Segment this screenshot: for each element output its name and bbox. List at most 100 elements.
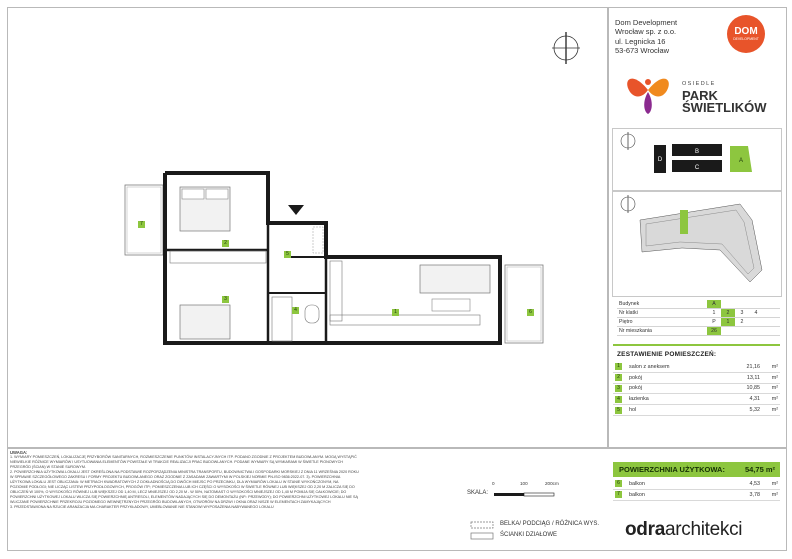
site-label-b: B: [695, 149, 699, 155]
company-name: Dom Development: [615, 18, 678, 27]
firefly-logo-icon: [627, 78, 669, 114]
plan-label-3: 3: [222, 296, 229, 303]
info-floor-1: 1: [721, 317, 735, 327]
room-row: 3 pokój 10,85 m²: [613, 383, 780, 395]
floor-plan: [124, 171, 544, 345]
room-area: 13,11: [728, 372, 762, 384]
notes-line: 2. POWIERZCHNIA UŻYTKOWA LOKALU JEST OKR…: [10, 470, 359, 474]
info-label-apartment: Nr mieszkania: [617, 326, 707, 336]
scale-tick-100: 100: [520, 481, 528, 486]
rooms-title-bar: [613, 344, 780, 346]
plan-label-6: 6: [527, 309, 534, 316]
info-row-building: Budynek A: [617, 300, 780, 309]
balcony-row: 6 balkon 4,53 m²: [613, 479, 780, 490]
brand-part2: architekci: [664, 519, 743, 540]
room-num: 3: [615, 384, 622, 392]
info-row-floor: Piętro P 1 2: [617, 317, 780, 327]
notes-line: POWIERZCHNI UŻYTKOWEJ LOKALU WLICZA SIĘ …: [10, 495, 358, 499]
legend-beam-label: BELKA/ PODCIĄG / RÓŻNICA WYS.: [500, 521, 600, 527]
brand-logo: odraarchitekci: [625, 519, 743, 541]
apartment-info-table: Budynek A Nr klatki 1 2 3 4 Piętro P 1 2…: [617, 300, 780, 336]
room-unit: m²: [762, 372, 780, 384]
notes: UWAGA: 1. WYMIARY POMIESZCZEŃ, LOKALIZAC…: [10, 450, 465, 510]
notes-line: 1. WYMIARY POMIESZCZEŃ, LOKALIZACJĘ PRZY…: [10, 455, 357, 459]
room-num: 5: [615, 406, 622, 414]
room-name: pokój: [627, 372, 728, 384]
brand-part1: odra: [625, 519, 665, 540]
notes-line: UŻYTKOWA LOKALU JEST OBLICZANA: W METRAC…: [10, 480, 339, 484]
info-staircase-2: 2: [721, 308, 735, 318]
room-row: 4 łazienka 4,31 m²: [613, 393, 780, 406]
total-area-value: 54,75 m²: [744, 465, 775, 474]
info-label-staircase: Nr klatki: [617, 308, 707, 318]
info-staircase-1: 1: [707, 308, 721, 318]
info-row-staircase: Nr klatki 1 2 3 4: [617, 308, 780, 318]
info-building-value: A: [707, 300, 721, 309]
building-key-plan: [620, 195, 763, 283]
balcony-area: 4,53: [728, 479, 762, 490]
scale-tick-200: 200cm: [545, 481, 559, 486]
room-unit: m²: [762, 404, 780, 416]
site-plan-diagram: D B C A: [620, 132, 752, 173]
balcony-num: 6: [615, 480, 622, 488]
plan-label-1: 1: [392, 309, 399, 316]
info-floor-p: P: [707, 317, 721, 327]
info-staircase-3: 3: [735, 308, 749, 318]
room-name: pokój: [627, 383, 728, 395]
plan-label-5: 5: [284, 251, 291, 258]
rooms-table: 1 salon z aneksem 21,16 m² 2 pokój 13,11…: [613, 362, 780, 416]
notes-line: PRZEGRÓD (ŚCIAN) W STANIE SUROWYM.: [10, 465, 86, 469]
room-row: 5 hol 5,32 m²: [613, 404, 780, 416]
dom-logo-sub: DEVELOPMENT: [733, 37, 759, 41]
beam-legend-icon: [470, 521, 494, 529]
plan-label-7: 7: [138, 221, 145, 228]
room-num: 4: [615, 395, 622, 403]
room-unit: m²: [762, 362, 780, 373]
room-area: 21,16: [728, 362, 762, 373]
legend-partition-label: ŚCIANKI DZIAŁOWE: [500, 532, 558, 538]
room-unit: m²: [762, 393, 780, 406]
osiedle-logo-line3: ŚWIETLIKÓW: [682, 100, 767, 115]
room-num: 2: [615, 374, 622, 382]
company-street: ul. Legnicka 16: [615, 36, 666, 46]
balcony-name: balkon: [627, 479, 728, 490]
balcony-unit: m²: [762, 479, 780, 490]
notes-line: W SPRAWIE SZCZEGÓŁOWEGO ZAKRESU I FORMY …: [10, 475, 341, 479]
room-area: 10,85: [728, 383, 762, 395]
site-label-d: D: [658, 157, 663, 163]
room-num: 1: [615, 363, 622, 371]
osiedle-logo-line2: PARK: [682, 88, 718, 103]
company-address: Dom Development Wrocław sp. z o.o. ul. L…: [615, 18, 677, 56]
notes-line: 3. PRZEDSTAWIONA NA RZUCIE ARANŻACJA MA …: [10, 505, 274, 509]
info-staircase-4: 4: [749, 308, 763, 318]
room-row: 2 pokój 13,11 m²: [613, 372, 780, 384]
notes-line: POZIOMIE PODŁOGI; NIE LICZĄC LISTEW PRZY…: [10, 485, 355, 489]
plan-label-2: 2: [222, 240, 229, 247]
total-area-bar: POWIERZCHNIA UŻYTKOWA: 54,75 m²: [613, 462, 780, 477]
room-name: łazienka: [627, 393, 728, 406]
osiedle-logo-text: OSIEDLE PARK ŚWIETLIKÓW: [682, 78, 767, 114]
room-row: 1 salon z aneksem 21,16 m²: [613, 362, 780, 373]
balcony-num: 7: [615, 491, 622, 499]
plan-frame: [7, 7, 609, 449]
notes-frame: [7, 447, 787, 551]
balcony-table: 6 balkon 4,53 m² 7 balkon 3,78 m²: [613, 479, 780, 501]
scale-tick-0: 0: [492, 481, 495, 486]
notes-line: OBLICZEŃ W 100%, O WYSOKOŚCI RÓWNEJ LUB …: [10, 490, 347, 494]
rooms-title: ZESTAWIENIE POMIESZCZEŃ:: [617, 351, 717, 358]
balcony-row: 7 balkon 3,78 m²: [613, 489, 780, 501]
scale-bar: [494, 492, 555, 497]
balcony-name: balkon: [627, 489, 728, 501]
balcony-area: 3,78: [728, 489, 762, 501]
company-city: 53-673 Wrocław: [615, 46, 670, 56]
dom-logo: DOM DEVELOPMENT: [727, 15, 765, 53]
plan-label-4: 4: [292, 307, 299, 314]
site-plan-box: [612, 128, 782, 192]
notes-line: NIEWIELKIE RÓŻNICE WYMIARÓW I USYTUOWANI…: [10, 460, 343, 464]
info-apartment-value: 26: [707, 326, 721, 336]
info-floor-2: 2: [735, 317, 749, 327]
notes-line: WLICZANE POWIERZCHNIE PRZEKROJU POZIOMEG…: [10, 500, 331, 504]
side-panel-frame: [607, 7, 787, 449]
scale-label: SKALA:: [467, 490, 489, 496]
building-plan-box: [612, 190, 782, 297]
